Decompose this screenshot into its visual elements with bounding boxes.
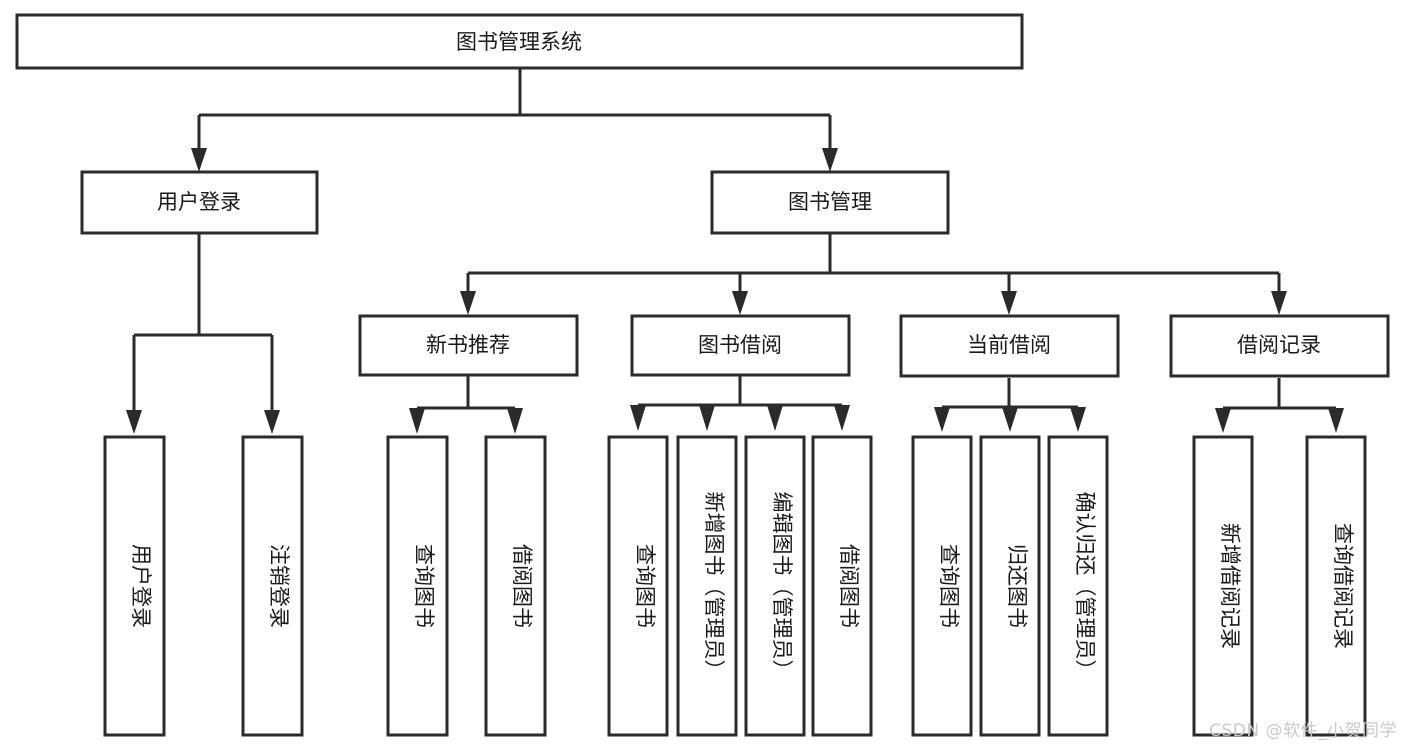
leaf-node-book-borrow-1[interactable]: 新增图书（管理员） (676, 435, 738, 737)
leaf-node-user-login-0[interactable]: 用户登录 (103, 435, 166, 737)
leaf-label: 借阅图书 (510, 544, 534, 628)
arrow-head-current-borrow-leaf-0 (934, 407, 950, 432)
node-book-mgmt[interactable]: 图书管理 (710, 170, 950, 235)
leaf-node-book-borrow-2[interactable]: 编辑图书（管理员） (744, 435, 806, 737)
leaf-label: 确认归还（管理员） (1073, 492, 1097, 681)
leaf-label: 新增借阅记录 (1218, 523, 1242, 649)
arrow-head-new-book-rec (460, 291, 476, 315)
connector-group-book-borrow (630, 376, 850, 431)
leaf-box[interactable] (744, 435, 806, 737)
node-current-borrow[interactable]: 当前借阅 (899, 314, 1120, 378)
leaf-box[interactable] (386, 435, 449, 737)
leaf-label: 用户登录 (129, 544, 153, 628)
node-user-login-label: 用户登录 (157, 190, 241, 214)
leaf-box[interactable] (911, 435, 973, 737)
node-root[interactable]: 图书管理系统 (15, 13, 1024, 70)
leaf-box[interactable] (811, 435, 873, 737)
node-root-box[interactable] (15, 13, 1024, 70)
leaf-node-borrow-record-0[interactable]: 新增借阅记录 (1192, 435, 1254, 737)
node-new-book-rec-box[interactable] (358, 314, 579, 377)
arrow-head-book-borrow-leaf-1 (699, 405, 715, 431)
arrow-head-new-book-rec-leaf-1 (507, 408, 523, 434)
leaf-node-book-borrow-0[interactable]: 查询图书 (607, 435, 669, 737)
leaf-label: 查询图书 (937, 544, 961, 628)
leaf-label: 新增图书（管理员） (702, 492, 726, 681)
node-current-borrow-label: 当前借阅 (967, 333, 1051, 357)
node-book-borrow[interactable]: 图书借阅 (630, 314, 851, 377)
leaf-box[interactable] (1305, 435, 1367, 737)
leaf-node-current-borrow-1[interactable]: 归还图书 (979, 435, 1041, 737)
leaf-label: 查询借阅记录 (1331, 523, 1355, 649)
leaf-node-new-book-rec-0[interactable]: 查询图书 (386, 435, 449, 737)
leaf-box[interactable] (979, 435, 1041, 737)
connector-group-user-login (126, 234, 280, 434)
leaf-label: 查询图书 (412, 544, 436, 628)
node-user-login-box[interactable] (80, 170, 319, 235)
leaf-box[interactable] (1047, 435, 1109, 737)
connector-group-book-mgmt (460, 234, 1287, 315)
arrow-head-current-borrow-leaf-2 (1070, 407, 1086, 432)
arrow-head-new-book-rec-leaf-0 (409, 408, 425, 434)
leaf-box[interactable] (676, 435, 738, 737)
leaf-node-new-book-rec-1[interactable]: 借阅图书 (484, 435, 547, 737)
leaf-box[interactable] (103, 435, 166, 737)
arrow-head-book-mgmt (822, 148, 838, 172)
arrow-head-book-borrow-leaf-2 (767, 405, 783, 431)
connector-group-borrow-record (1215, 378, 1344, 433)
arrow-head-current-borrow (1001, 291, 1017, 315)
leaf-node-current-borrow-0[interactable]: 查询图书 (911, 435, 973, 737)
leaf-label: 借阅图书 (837, 544, 861, 628)
node-book-mgmt-label: 图书管理 (788, 190, 872, 214)
arrow-head-user-login (191, 148, 207, 172)
leaf-label: 查询图书 (633, 544, 657, 628)
leaf-label: 归还图书 (1005, 544, 1029, 628)
leaf-box[interactable] (607, 435, 669, 737)
leaf-node-current-borrow-2[interactable]: 确认归还（管理员） (1047, 435, 1109, 737)
node-user-login[interactable]: 用户登录 (80, 170, 319, 235)
leaf-box[interactable] (1192, 435, 1254, 737)
arrow-head-borrow-record-leaf-0 (1215, 408, 1231, 433)
node-root-label: 图书管理系统 (456, 30, 582, 54)
arrow-head-book-borrow-leaf-3 (834, 405, 850, 431)
node-borrow-record-label: 借阅记录 (1237, 333, 1321, 357)
leaf-node-user-login-1[interactable]: 注销登录 (241, 435, 304, 737)
watermark: CSDN @软件_小贺同学 (1209, 721, 1397, 741)
connector-group-root (191, 69, 838, 172)
connector-group-new-book-rec (409, 376, 523, 434)
arrow-head-book-borrow (732, 291, 748, 315)
arrow-head-user-login-leaf-1 (264, 410, 280, 434)
node-new-book-rec[interactable]: 新书推荐 (358, 314, 579, 377)
arrow-head-user-login-leaf-0 (126, 410, 142, 434)
node-book-borrow-label: 图书借阅 (698, 333, 782, 357)
node-book-mgmt-box[interactable] (710, 170, 950, 235)
arrow-head-borrow-record (1271, 291, 1287, 315)
connector-group-current-borrow (934, 378, 1086, 432)
arrow-head-current-borrow-leaf-1 (1002, 407, 1018, 432)
leaf-box[interactable] (241, 435, 304, 737)
node-new-book-rec-label: 新书推荐 (426, 333, 510, 357)
node-borrow-record-box[interactable] (1169, 314, 1390, 378)
arrow-head-book-borrow-leaf-0 (630, 405, 646, 431)
leaf-label: 编辑图书（管理员） (770, 492, 794, 681)
leaf-label: 注销登录 (267, 544, 291, 628)
node-current-borrow-box[interactable] (899, 314, 1120, 378)
leaf-box[interactable] (484, 435, 547, 737)
node-book-borrow-box[interactable] (630, 314, 851, 377)
leaf-node-book-borrow-3[interactable]: 借阅图书 (811, 435, 873, 737)
leaf-node-borrow-record-1[interactable]: 查询借阅记录 (1305, 435, 1367, 737)
arrow-head-borrow-record-leaf-1 (1328, 408, 1344, 433)
node-borrow-record[interactable]: 借阅记录 (1169, 314, 1390, 378)
